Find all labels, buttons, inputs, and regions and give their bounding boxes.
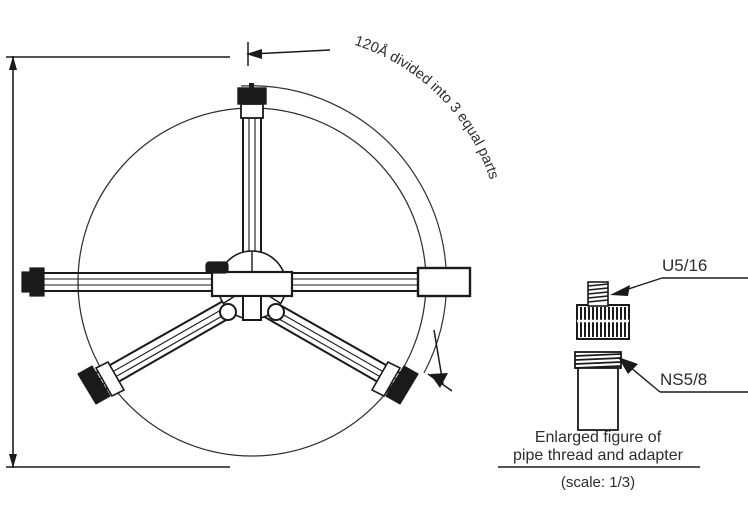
hub-locking-knob xyxy=(205,261,229,274)
angle-dimension-arc xyxy=(240,85,448,374)
pipe-thread-label: NS5/8 xyxy=(660,370,707,389)
pipe-body xyxy=(577,365,619,431)
arm-top-cap xyxy=(237,87,267,105)
arrow-up-icon xyxy=(9,56,17,70)
angle-arrow-head-lower-right xyxy=(430,373,448,388)
pipe-detail-figure xyxy=(574,351,622,431)
arm-lower-right-collar xyxy=(370,360,402,398)
hub-pivot-left xyxy=(219,303,237,321)
main-assembly-figure xyxy=(21,83,472,457)
adapter-label-leader xyxy=(610,277,748,296)
central-hub xyxy=(205,250,294,321)
arm-left-cap xyxy=(29,267,45,297)
arm-left-tip xyxy=(21,271,32,293)
angle-arrow-head-top xyxy=(246,49,262,59)
adapter-thread-crests xyxy=(587,283,609,303)
arm-right-sleeve xyxy=(416,266,472,298)
arrow-down-icon xyxy=(9,454,17,468)
detail-caption-block: Enlarged figure of pipe thread and adapt… xyxy=(498,429,700,491)
caption-line-2: pipe thread and adapter xyxy=(513,447,684,464)
caption-line-1: Enlarged figure of xyxy=(535,429,662,446)
hub-pivot-right xyxy=(267,303,285,321)
arm-right xyxy=(268,266,472,298)
adapter-detail-figure xyxy=(576,281,630,340)
arm-lower-left xyxy=(77,295,241,405)
overall-height-dimension xyxy=(6,56,230,468)
pipe-thread-crests xyxy=(574,353,622,369)
hub-keeper-block xyxy=(242,295,262,321)
arm-lower-left-collar xyxy=(94,360,126,398)
adapter-thread-label: U5/16 xyxy=(662,256,707,275)
arm-left xyxy=(21,267,238,297)
pipe-label-leader xyxy=(618,357,748,393)
arm-lower-right xyxy=(255,295,419,405)
caption-scale: (scale: 1/3) xyxy=(561,474,635,491)
angle-arrow-lower-right xyxy=(427,329,453,392)
leader-arrow-icon-pipe xyxy=(618,357,638,374)
hub-clamp-band xyxy=(210,270,294,298)
arm-lower-right-cap xyxy=(385,365,419,405)
arm-top-collar xyxy=(240,103,264,119)
arm-lower-left-cap xyxy=(77,365,111,405)
angle-arrow-top xyxy=(246,42,331,66)
leader-arrow-icon-adapter xyxy=(610,285,630,296)
